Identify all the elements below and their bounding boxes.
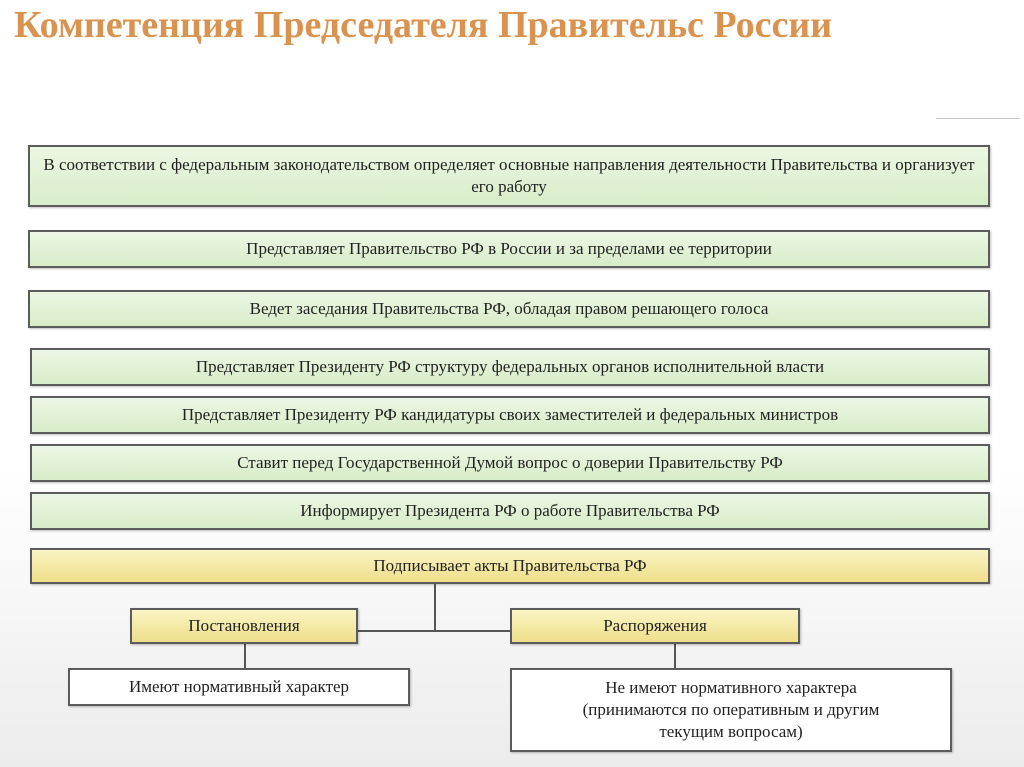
connector-root-down: [434, 584, 436, 632]
duty-box-3: Ведет заседания Правительства РФ, облада…: [28, 290, 990, 328]
act-note-box-left: Имеют нормативный характер: [68, 668, 410, 706]
duty-text-3: Ведет заседания Правительства РФ, облада…: [249, 299, 769, 318]
act-type-box-right: Распоряжения: [510, 608, 800, 644]
duty-box-7: Информирует Президента РФ о работе Прави…: [30, 492, 990, 530]
duty-text-7: Информирует Президента РФ о работе Прави…: [300, 501, 720, 520]
acts-root-text: Подписывает акты Правительства РФ: [373, 556, 647, 575]
connector-right-down: [674, 644, 676, 668]
act-note-text-left: Имеют нормативный характер: [128, 677, 350, 696]
act-type-box-left: Постановления: [130, 608, 358, 644]
act-type-label-left: Постановления: [188, 616, 300, 635]
duty-box-4: Представляет Президенту РФ структуру фед…: [30, 348, 990, 386]
connector-horizontal: [358, 630, 510, 632]
title-divider: [936, 118, 1020, 119]
duty-text-6: Ставит перед Государственной Думой вопро…: [237, 453, 783, 472]
acts-root-box: Подписывает акты Правительства РФ: [30, 548, 990, 584]
act-note-text-right: Не имеют нормативного характера (принима…: [582, 678, 880, 741]
slide-title: Компетенция Председателя Правительс Росс…: [14, 4, 833, 46]
act-type-label-right: Распоряжения: [603, 616, 707, 635]
duty-box-1: В соответствии с федеральным законодател…: [28, 145, 990, 207]
duty-box-6: Ставит перед Государственной Думой вопро…: [30, 444, 990, 482]
duty-box-2: Представляет Правительство РФ в России и…: [28, 230, 990, 268]
duty-text-1: В соответствии с федеральным законодател…: [43, 155, 975, 196]
duty-text-2: Представляет Правительство РФ в России и…: [246, 239, 772, 258]
connector-left-down: [244, 644, 246, 668]
duty-text-5: Представляет Президенту РФ кандидатуры с…: [181, 405, 839, 424]
duty-text-4: Представляет Президенту РФ структуру фед…: [195, 357, 825, 376]
act-note-box-right: Не имеют нормативного характера (принима…: [510, 668, 952, 752]
duty-box-5: Представляет Президенту РФ кандидатуры с…: [30, 396, 990, 434]
